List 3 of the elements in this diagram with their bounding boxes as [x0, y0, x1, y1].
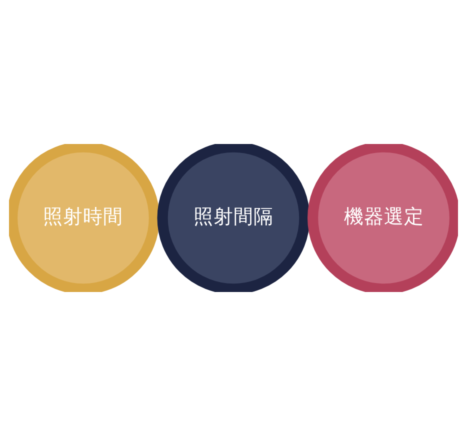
node-circle: 機器選定: [307, 144, 458, 292]
node-circle: 照射間隔: [156, 144, 310, 292]
node-circle: 照射時間: [8, 144, 159, 292]
